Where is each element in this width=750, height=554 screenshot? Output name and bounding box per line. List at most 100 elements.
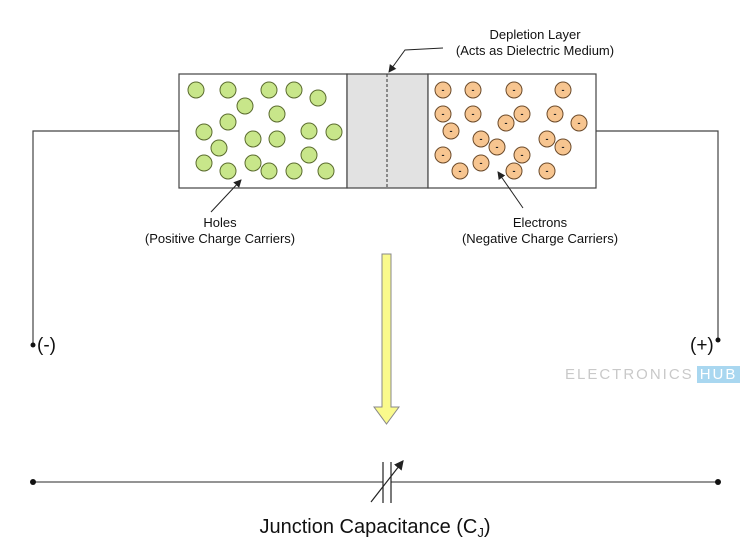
electron-carrier: -	[546, 105, 564, 123]
holes-pointer-arrow	[210, 179, 242, 213]
hole-carrier	[210, 139, 228, 157]
hole-carrier	[219, 113, 237, 131]
hole-carrier	[260, 81, 278, 99]
electron-minus-sign: -	[562, 142, 565, 152]
electron-circle	[554, 138, 572, 156]
positive-terminal-label: (+)	[690, 335, 714, 356]
title-end: )	[483, 516, 491, 538]
electron-minus-sign: -	[459, 166, 462, 176]
electron-circle	[497, 114, 515, 132]
electron-carrier: -	[464, 81, 482, 99]
electron-circle	[472, 154, 490, 172]
electron-carrier: -	[472, 130, 490, 148]
depletion-layer-subtitle: (Acts as Dielectric Medium)	[455, 43, 615, 58]
electron-minus-sign: -	[442, 150, 445, 160]
electron-circle	[434, 105, 452, 123]
electrons-group: ---------------------	[434, 81, 588, 180]
variable-capacitor-arrow	[370, 460, 404, 503]
hole-carrier	[300, 122, 318, 140]
electron-circle	[488, 138, 506, 156]
electron-carrier: -	[538, 162, 556, 180]
electron-circle	[513, 105, 531, 123]
holes-label: Holes (Positive Charge Carriers)	[120, 215, 320, 247]
electron-circle	[513, 146, 531, 164]
electron-minus-sign: -	[480, 134, 483, 144]
electrons-pointer-arrow	[497, 171, 524, 209]
electron-circle	[434, 146, 452, 164]
depletion-layer-title: Depletion Layer	[489, 27, 581, 42]
hole-carrier	[285, 162, 303, 180]
electron-carrier: -	[554, 81, 572, 99]
electron-circle	[464, 81, 482, 99]
hole-carrier	[195, 123, 213, 141]
hole-carrier	[219, 81, 237, 99]
electron-minus-sign: -	[442, 85, 445, 95]
electron-circle	[546, 105, 564, 123]
electron-circle	[472, 130, 490, 148]
watermark-badge: HUB	[696, 366, 741, 383]
electron-minus-sign: -	[496, 142, 499, 152]
electron-carrier: -	[505, 162, 523, 180]
electron-carrier: -	[434, 146, 452, 164]
hole-carrier	[285, 81, 303, 99]
electron-minus-sign: -	[513, 85, 516, 95]
electron-circle	[451, 162, 469, 180]
capacitor-terminal-right	[715, 479, 721, 485]
electron-minus-sign: -	[505, 118, 508, 128]
negative-terminal-label: (-)	[37, 335, 56, 356]
right-wire	[596, 130, 719, 340]
electron-minus-sign: -	[521, 150, 524, 160]
electron-minus-sign: -	[450, 126, 453, 136]
electron-carrier: -	[513, 146, 531, 164]
electron-circle	[538, 162, 556, 180]
electron-carrier: -	[497, 114, 515, 132]
electron-minus-sign: -	[442, 109, 445, 119]
electron-minus-sign: -	[562, 85, 565, 95]
hole-carrier	[317, 162, 335, 180]
electron-carrier: -	[570, 114, 588, 132]
electron-minus-sign: -	[578, 118, 581, 128]
electron-circle	[434, 81, 452, 99]
hole-carrier	[325, 123, 343, 141]
hole-carrier	[195, 154, 213, 172]
hole-carrier	[268, 130, 286, 148]
holes-title: Holes	[203, 215, 237, 230]
junction-capacitance-title: Junction Capacitance (CJ)	[0, 516, 750, 540]
hole-carrier	[309, 89, 327, 107]
positive-terminal-dot	[715, 337, 721, 343]
electron-circle	[442, 122, 460, 140]
depletion-layer-label: Depletion Layer (Acts as Dielectric Medi…	[440, 27, 630, 59]
hole-carrier	[244, 154, 262, 172]
holes-subtitle: (Positive Charge Carriers)	[144, 231, 296, 246]
electrons-subtitle: (Negative Charge Carriers)	[461, 231, 619, 246]
electron-minus-sign: -	[521, 109, 524, 119]
electron-circle	[538, 130, 556, 148]
electron-carrier: -	[488, 138, 506, 156]
holes-group	[187, 81, 343, 180]
electron-circle	[570, 114, 588, 132]
electron-carrier: -	[554, 138, 572, 156]
electron-minus-sign: -	[546, 134, 549, 144]
electron-carrier: -	[472, 154, 490, 172]
electrons-label: Electrons (Negative Charge Carriers)	[440, 215, 640, 247]
hole-carrier	[300, 146, 318, 164]
electron-carrier: -	[538, 130, 556, 148]
electron-carrier: -	[434, 105, 452, 123]
transform-arrow	[373, 253, 400, 425]
electron-circle	[554, 81, 572, 99]
electron-minus-sign: -	[472, 109, 475, 119]
hole-carrier	[260, 162, 278, 180]
electron-minus-sign: -	[472, 85, 475, 95]
hole-carrier	[219, 162, 237, 180]
electron-carrier: -	[434, 81, 452, 99]
electrons-title: Electrons	[512, 215, 568, 230]
hole-carrier	[244, 130, 262, 148]
title-main: Junction Capacitance (C	[259, 516, 478, 538]
negative-terminal-dot	[30, 342, 36, 348]
electron-minus-sign: -	[513, 166, 516, 176]
hole-carrier	[187, 81, 205, 99]
hole-carrier	[236, 97, 254, 115]
electron-circle	[505, 162, 523, 180]
